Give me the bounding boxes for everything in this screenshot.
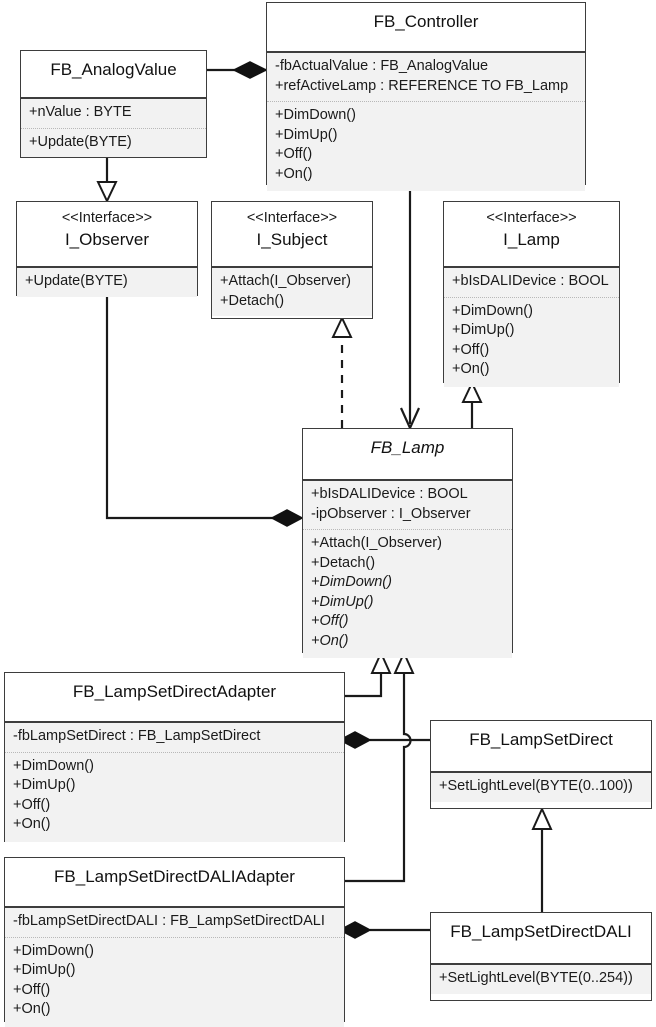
method-row: +Detach() bbox=[311, 554, 376, 571]
hollow-triangle-setdirectdali-setdirect bbox=[531, 806, 553, 830]
class-box-fb-lampsetdirectdaliadapter[interactable]: FB_LampSetDirectDALIAdapter -fbLampSetDi… bbox=[4, 857, 345, 1027]
method-row: +Off() bbox=[13, 981, 51, 998]
class-box-fb-lampsetdirect[interactable]: FB_LampSetDirect +SetLightLevel(BYTE(0..… bbox=[430, 720, 652, 809]
attributes-compartment-fb-lamp: +bIsDALIDevice : BOOL -ipObserver : I_Ob… bbox=[303, 481, 512, 530]
connector-iobserver-lamp bbox=[105, 296, 273, 520]
method-row: +Update(BYTE) bbox=[29, 133, 132, 150]
method-row: +DimDown() bbox=[13, 757, 94, 774]
method-row: +On() bbox=[275, 165, 313, 182]
method-row: +DimUp() bbox=[311, 593, 374, 610]
methods-compartment-fb-lampsetdirectadapter: +DimDown() +DimUp() +Off() +On() bbox=[5, 752, 344, 842]
method-row: +DimDown() bbox=[13, 942, 94, 959]
method-row: +SetLightLevel(BYTE(0..254)) bbox=[439, 970, 633, 986]
methods-compartment-i-observer: +Update(BYTE) bbox=[17, 268, 197, 297]
filled-diamond-lamp-observer bbox=[270, 509, 304, 527]
attribute-row: +refActiveLamp : REFERENCE TO FB_Lamp bbox=[275, 77, 569, 94]
method-row: +DimUp() bbox=[13, 962, 76, 978]
methods-compartment-fb-lamp: +Attach(I_Observer) +Detach() +DimDown()… bbox=[303, 530, 512, 658]
attribute-row: -fbLampSetDirectDALI : FB_LampSetDirectD… bbox=[13, 913, 325, 929]
methods-compartment-i-subject: +Attach(I_Observer) +Detach() bbox=[212, 268, 372, 316]
attribute-row: +bIsDALIDevice : BOOL bbox=[452, 273, 609, 289]
hollow-triangle-isubject bbox=[331, 315, 353, 338]
method-row: +Detach() bbox=[220, 292, 285, 309]
stereotype-label: <<Interface>> bbox=[246, 210, 338, 226]
method-row: +DimDown() bbox=[311, 574, 392, 590]
class-name-label: FB_LampSetDirectDALI bbox=[450, 922, 632, 941]
method-row: +On() bbox=[13, 816, 51, 832]
methods-compartment-fb-controller: +DimDown() +DimUp() +Off() +On() bbox=[267, 102, 585, 191]
method-row: +DimDown() bbox=[452, 302, 533, 319]
class-name-label: FB_Lamp bbox=[370, 438, 445, 457]
attribute-row: +nValue : BYTE bbox=[29, 104, 132, 120]
methods-compartment-fb-analogvalue: +Update(BYTE) bbox=[21, 128, 206, 157]
attributes-compartment-fb-lampsetdirectdaliadapter: -fbLampSetDirectDALI : FB_LampSetDirectD… bbox=[5, 908, 344, 938]
class-title-i-lamp: <<Interface>> I_Lamp bbox=[444, 202, 619, 268]
methods-compartment-fb-lampsetdirectdali: +SetLightLevel(BYTE(0..254)) bbox=[431, 965, 651, 994]
filled-diamond-controller bbox=[232, 61, 268, 79]
method-row: +Off() bbox=[13, 796, 51, 813]
attributes-compartment-i-lamp: +bIsDALIDevice : BOOL bbox=[444, 268, 619, 298]
method-row: +Update(BYTE) bbox=[25, 273, 128, 289]
method-row: +DimUp() bbox=[13, 777, 76, 793]
stereotype-label: <<Interface>> bbox=[486, 210, 577, 226]
method-row: +DimUp() bbox=[452, 322, 515, 338]
method-row: +On() bbox=[13, 1001, 51, 1017]
attributes-compartment-fb-lampsetdirectadapter: -fbLampSetDirect : FB_LampSetDirect bbox=[5, 723, 344, 753]
attribute-row: -fbLampSetDirect : FB_LampSetDirect bbox=[13, 728, 261, 744]
class-box-fb-lampsetdirectadapter[interactable]: FB_LampSetDirectAdapter -fbLampSetDirect… bbox=[4, 672, 345, 842]
class-name-label: I_Lamp bbox=[503, 230, 560, 249]
method-row: +Attach(I_Observer) bbox=[220, 273, 351, 289]
class-box-fb-lamp[interactable]: FB_Lamp +bIsDALIDevice : BOOL -ipObserve… bbox=[302, 428, 513, 658]
methods-compartment-fb-lampsetdirect: +SetLightLevel(BYTE(0..100)) bbox=[431, 773, 651, 802]
class-box-i-observer[interactable]: <<Interface>> I_Observer +Update(BYTE) bbox=[16, 201, 198, 297]
method-row: +DimUp() bbox=[275, 126, 338, 143]
class-box-fb-lampsetdirectdali[interactable]: FB_LampSetDirectDALI +SetLightLevel(BYTE… bbox=[430, 912, 652, 1001]
class-title-fb-controller: FB_Controller bbox=[267, 3, 585, 53]
method-row: +On() bbox=[311, 632, 349, 649]
method-row: +Off() bbox=[311, 613, 349, 629]
method-row: +Off() bbox=[452, 341, 490, 358]
class-name-label: I_Subject bbox=[256, 230, 328, 249]
class-title-i-subject: <<Interface>> I_Subject bbox=[212, 202, 372, 268]
class-name-label: FB_LampSetDirectAdapter bbox=[72, 682, 277, 701]
class-title-fb-lampsetdirectdaliadapter: FB_LampSetDirectDALIAdapter bbox=[5, 858, 344, 908]
class-box-i-subject[interactable]: <<Interface>> I_Subject +Attach(I_Observ… bbox=[211, 201, 373, 319]
class-name-label: FB_LampSetDirect bbox=[469, 730, 613, 749]
method-row: +SetLightLevel(BYTE(0..100)) bbox=[439, 778, 633, 794]
connector-adapter-lamp bbox=[345, 672, 383, 698]
method-row: +Off() bbox=[275, 146, 313, 162]
attribute-row: -fbActualValue : FB_AnalogValue bbox=[275, 58, 489, 74]
attributes-compartment-fb-controller: -fbActualValue : FB_AnalogValue +refActi… bbox=[267, 53, 585, 102]
hollow-triangle-iobserver bbox=[96, 181, 118, 204]
class-box-fb-controller[interactable]: FB_Controller -fbActualValue : FB_Analog… bbox=[266, 2, 586, 191]
class-title-fb-lampsetdirectadapter: FB_LampSetDirectAdapter bbox=[5, 673, 344, 723]
class-title-fb-lampsetdirect: FB_LampSetDirect bbox=[431, 721, 651, 773]
stereotype-label: <<Interface>> bbox=[61, 210, 153, 226]
attribute-row: +bIsDALIDevice : BOOL bbox=[311, 486, 468, 502]
attribute-row: -ipObserver : I_Observer bbox=[311, 505, 471, 522]
class-name-label: FB_LampSetDirectDALIAdapter bbox=[54, 867, 295, 886]
methods-compartment-i-lamp: +DimDown() +DimUp() +Off() +On() bbox=[444, 297, 619, 387]
class-name-label: FB_AnalogValue bbox=[50, 60, 177, 79]
method-row: +DimDown() bbox=[275, 107, 356, 123]
class-name-label: I_Observer bbox=[64, 230, 150, 249]
attributes-compartment-fb-analogvalue: +nValue : BYTE bbox=[21, 99, 206, 129]
class-title-fb-lampsetdirectdali: FB_LampSetDirectDALI bbox=[431, 913, 651, 965]
class-title-fb-lamp: FB_Lamp bbox=[303, 429, 512, 481]
class-box-fb-analogvalue[interactable]: FB_AnalogValue +nValue : BYTE +Update(BY… bbox=[20, 50, 207, 158]
open-arrow-lamp bbox=[399, 407, 421, 431]
method-row: +Attach(I_Observer) bbox=[311, 535, 442, 551]
class-title-fb-analogvalue: FB_AnalogValue bbox=[21, 51, 206, 99]
class-title-i-observer: <<Interface>> I_Observer bbox=[17, 202, 197, 268]
connector-daliadapter-lamp bbox=[345, 672, 412, 883]
class-box-i-lamp[interactable]: <<Interface>> I_Lamp +bIsDALIDevice : BO… bbox=[443, 201, 620, 387]
method-row: +On() bbox=[452, 361, 490, 377]
methods-compartment-fb-lampsetdirectdaliadapter: +DimDown() +DimUp() +Off() +On() bbox=[5, 937, 344, 1027]
class-name-label: FB_Controller bbox=[373, 12, 479, 31]
